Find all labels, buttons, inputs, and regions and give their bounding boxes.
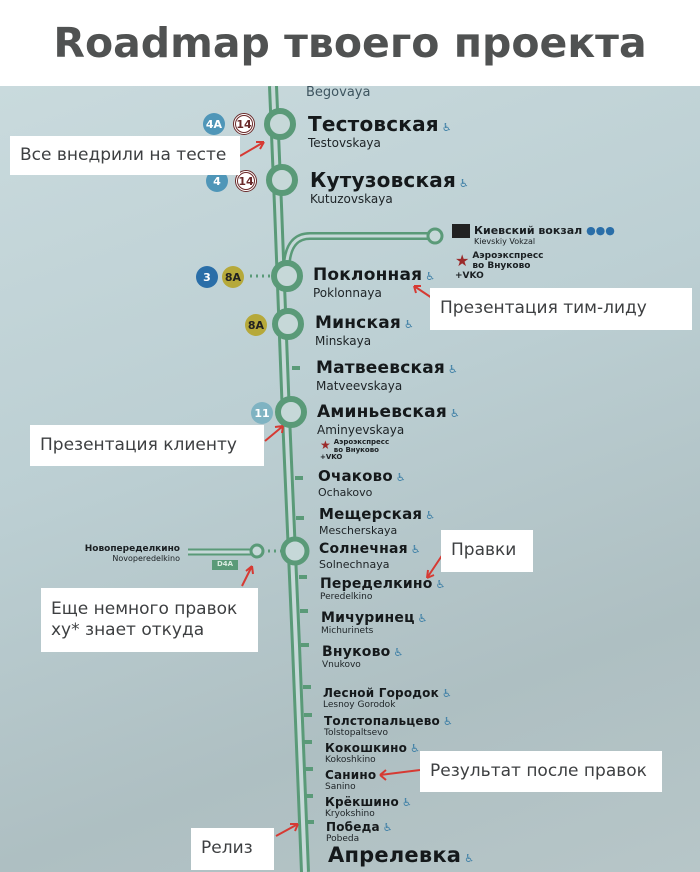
accessibility-icon: ♿ [435,578,446,591]
accessibility-icon: ♿ [382,821,393,834]
accessibility-icon: ♿ [393,646,404,659]
station-lesnoy-gorodok: Лесной Городок♿Lesnoy Gorodok [323,686,453,710]
line-badge-11: 11 [251,402,273,424]
accessibility-icon: ♿ [410,543,421,556]
station-kryokshino: Крёкшино♿Kryokshino [325,795,413,819]
accessibility-icon: ♿ [401,796,413,809]
accessibility-icon: ♿ [410,742,421,755]
line-badge-3: 3 [196,266,218,288]
note-client: Презентация клиенту [30,425,264,466]
aeroexpress-icon: ★ [455,251,470,270]
accessibility-icon: ♿ [441,121,452,134]
metro-map-photo: Begovaya 4A 14 4 14 3 8A 8A 11 Тестовска… [0,86,700,872]
station-aprelevka: Апрелевка♿ [328,843,475,867]
line-badge-4a: 4A [203,113,225,135]
station-vnukovo: Внуково♿Vnukovo [322,644,404,670]
station-pobeda: Победа♿Pobeda [326,820,393,844]
station-ochakovo: Очаково♿Ochakovo [318,467,406,499]
accessibility-icon: ♿ [425,509,436,522]
station-peredelkino: Переделкино♿Peredelkino [320,576,446,602]
station-minskaya: Минская♿Minskaya [315,313,415,348]
station-mescherskaya: Мещерская♿Mescherskaya [319,505,436,537]
station-kievsky-vokzal: Киевский вокзал ●●●Kievskiy Vokzal [452,224,615,247]
accessibility-icon: ♿ [464,852,475,865]
line-badge-8a: 8A [245,314,267,336]
line-badge-14: 14 [233,113,255,135]
station-michurinets: Мичуринец♿Michurinets [321,610,428,636]
note-result: Результат после правок [420,751,662,792]
header: Roadmap твоего проекта [0,0,700,86]
line-badge-14: 14 [235,170,257,192]
accessibility-icon: ♿ [417,612,428,625]
accessibility-icon: ♿ [442,715,454,728]
accessibility-icon: ♿ [448,363,459,376]
accessibility-icon: ♿ [459,177,470,190]
note-test: Все внедрили на тесте [10,136,240,175]
station-solnechnaya: Солнечная♿Solnechnaya [319,541,421,571]
metro-line [188,86,446,872]
line-badge-4: 4 [206,170,228,192]
station-kokoshkino: Кокошкино♿Kokoshkino [325,741,421,765]
line-badge-d4a: D4A [212,560,239,570]
station-tolstopaltsevo: Толстопальцево♿Tolstopaltsevo [324,714,454,738]
aeroexpress-icon: ★ [320,438,331,452]
train-icon [452,224,470,238]
accessibility-icon: ♿ [395,471,406,484]
line-badges-icon: ●●● [586,224,615,237]
note-teamlead: Презентация тим-лиду [430,288,692,330]
note-edits: Правки [441,530,533,572]
accessibility-icon: ♿ [449,407,461,420]
red-arrows [239,141,446,837]
line-badge-8a: 8A [222,266,244,288]
accessibility-icon: ♿ [425,270,436,283]
station-poklonnaya: Поклонная♿Poklonnaya [313,265,436,300]
accessibility-icon: ♿ [441,687,453,700]
station-testovskaya: Тестовская♿Testovskaya [308,112,452,150]
station-kutuzovskaya: Кутузовская♿Kutuzovskaya [310,168,470,206]
station-begovaya: Begovaya [306,86,371,100]
page-title: Roadmap твоего проекта [53,19,647,67]
accessibility-icon: ♿ [403,318,415,331]
station-aminyevskaya: Аминьевская♿Aminyevskaya [317,402,461,437]
note-release: Релиз [191,828,274,870]
station-matveevskaya: Матвеевская♿Matveevskaya [316,358,459,393]
